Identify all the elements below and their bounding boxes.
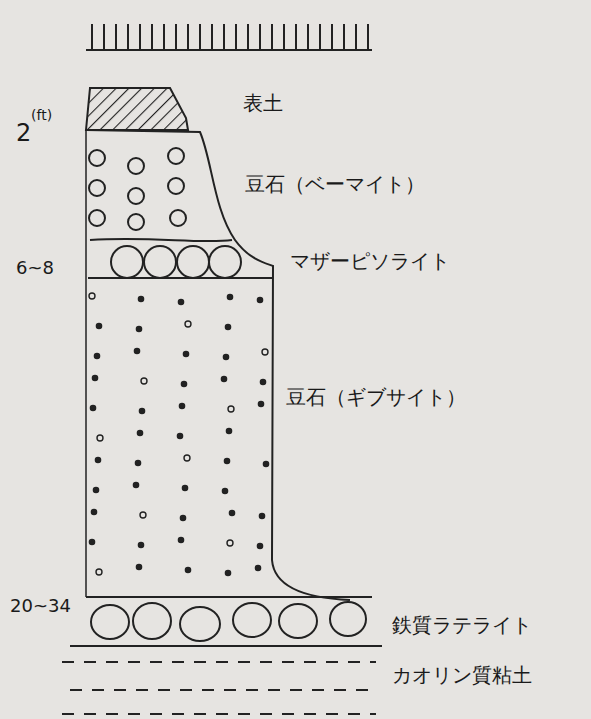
gibbsite-dot <box>223 354 228 359</box>
grass-tick <box>223 24 225 50</box>
depth-unit: (ft) <box>31 108 52 123</box>
gibbsite-dot <box>185 567 190 572</box>
grass-tick <box>367 24 369 50</box>
gibbsite-dot <box>229 510 234 515</box>
gibbsite-dot <box>183 351 188 356</box>
gibbsite-dot <box>226 428 231 433</box>
kaolin-clay <box>62 662 376 714</box>
grass-tick <box>127 24 129 50</box>
gibbsite-dot <box>134 348 139 353</box>
gibbsite-dot <box>95 457 100 462</box>
gibbsite-dot <box>263 461 268 466</box>
mother-pisolite <box>88 239 272 278</box>
layer-label: 鉄質ラテライト <box>392 614 532 636</box>
grass-tick <box>283 24 285 50</box>
boehmite-pisoliths <box>89 148 186 230</box>
gibbsite-dot <box>180 515 185 520</box>
gibbsite-pisoliths <box>89 293 269 576</box>
gibbsite-dot <box>137 430 142 435</box>
gibbsite-dot <box>138 296 143 301</box>
gibbsite-dot <box>89 539 94 544</box>
grass-tick <box>247 24 249 50</box>
grass-tick <box>307 24 309 50</box>
depth-value: 20~34 <box>10 596 71 616</box>
layer-label: 豆石（ギブサイト） <box>286 386 466 408</box>
gibbsite-dot <box>257 297 262 302</box>
gibbsite-dot <box>136 564 141 569</box>
gibbsite-dot <box>133 482 138 487</box>
grass-tick <box>103 24 105 50</box>
gibbsite-dot <box>179 403 184 408</box>
gibbsite-dot <box>89 293 95 299</box>
grass-tick <box>259 24 261 50</box>
gibbsite-dot <box>93 487 98 492</box>
gibbsite-dot <box>91 509 96 514</box>
gibbsite-dot <box>139 408 144 413</box>
gibbsite-dot <box>178 299 183 304</box>
grass-tick <box>295 24 297 50</box>
grass-tick <box>235 24 237 50</box>
gibbsite-dot <box>138 542 143 547</box>
gibbsite-dot <box>96 569 102 575</box>
gibbsite-dot <box>259 513 264 518</box>
grass-tick <box>343 24 345 50</box>
gibbsite-dot <box>255 565 260 570</box>
gibbsite-dot <box>92 375 97 380</box>
gibbsite-dot <box>94 353 99 358</box>
gibbsite-dot <box>135 460 140 465</box>
grass-tick <box>331 24 333 50</box>
ferruginous-laterite <box>70 597 382 646</box>
gibbsite-dot <box>90 405 95 410</box>
gibbsite-dot <box>178 537 183 542</box>
profile-outline <box>86 130 350 600</box>
gibbsite-dot <box>221 376 226 381</box>
layer-label: マザーピソライト <box>290 250 450 272</box>
grass-tick <box>163 24 165 50</box>
layer-label: カオリン質粘土 <box>392 664 532 686</box>
gibbsite-dot <box>225 324 230 329</box>
layer-label: 表土 <box>243 92 283 114</box>
grass-tick <box>151 24 153 50</box>
gibbsite-dot <box>184 455 190 461</box>
gibbsite-dot <box>225 570 230 575</box>
gibbsite-dot <box>260 379 265 384</box>
gibbsite-dot <box>257 543 262 548</box>
gibbsite-dot <box>262 349 268 355</box>
grass-tick <box>91 24 93 50</box>
gibbsite-dot <box>222 488 227 493</box>
gibbsite-dot <box>136 326 141 331</box>
gibbsite-dot <box>185 321 191 327</box>
gibbsite-dot <box>96 323 101 328</box>
gibbsite-dot <box>181 381 186 386</box>
grass-tick <box>199 24 201 50</box>
ground-surface <box>86 24 372 50</box>
topsoil-block <box>86 88 188 130</box>
gibbsite-dot <box>227 294 232 299</box>
grass-tick <box>355 24 357 50</box>
gibbsite-dot <box>228 406 234 412</box>
left-edge <box>85 130 87 597</box>
gibbsite-dot <box>177 433 182 438</box>
depth-value: 6~8 <box>16 258 54 278</box>
grass-tick <box>139 24 141 50</box>
grass-tick <box>211 24 213 50</box>
gibbsite-dot <box>97 435 103 441</box>
depth-value: 2 <box>16 120 31 146</box>
gibbsite-dot <box>224 458 229 463</box>
grass-tick <box>271 24 273 50</box>
gibbsite-dot <box>182 485 187 490</box>
gibbsite-dot <box>227 540 233 546</box>
gibbsite-dot <box>141 378 147 384</box>
grass-tick <box>175 24 177 50</box>
grass-tick <box>187 24 189 50</box>
gibbsite-dot <box>140 512 146 518</box>
grass-tick <box>115 24 117 50</box>
layer-label: 豆石（ベーマイト） <box>245 173 425 195</box>
gibbsite-dot <box>258 401 263 406</box>
grass-tick <box>319 24 321 50</box>
